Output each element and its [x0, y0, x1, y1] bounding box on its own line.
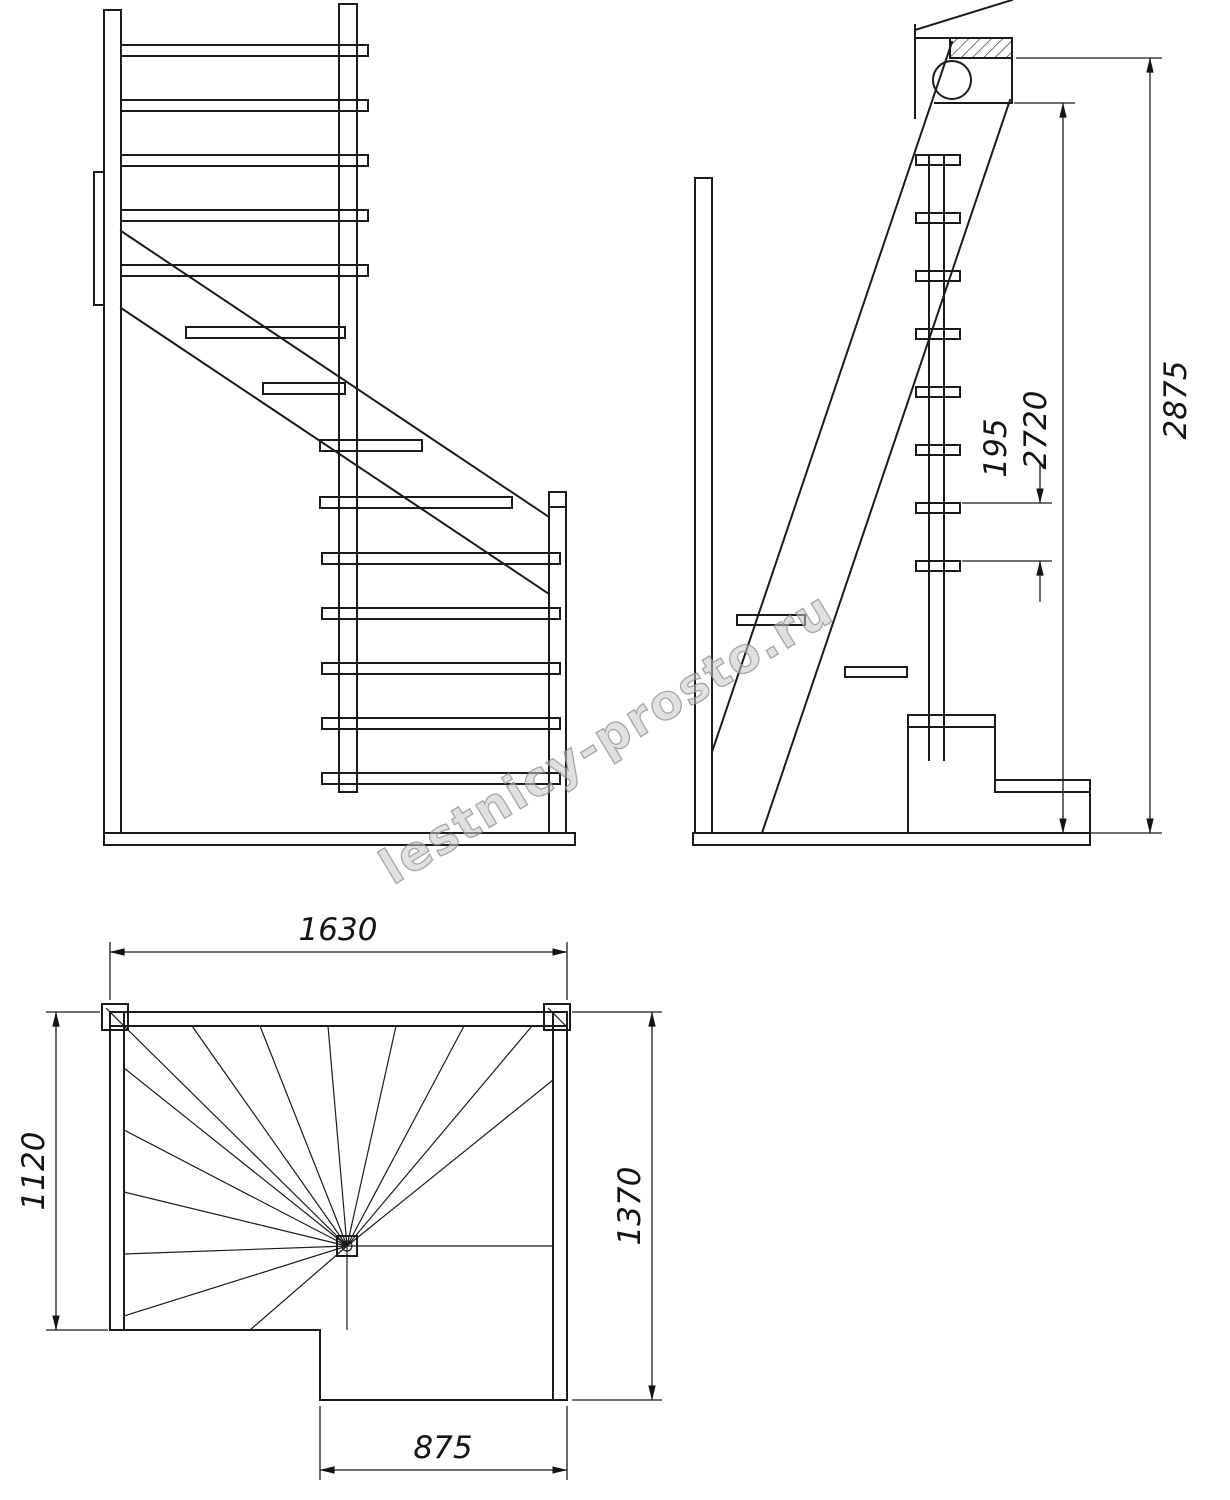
front-upper-treads: [120, 44, 369, 277]
front-lower-treads: [321, 552, 561, 785]
plan-center-post: [336, 1235, 358, 1257]
plan-view: 1630 1120 1370 875: [16, 912, 662, 1480]
dim-plan-top-width: 1630: [109, 912, 568, 1000]
side-base-plate: [692, 832, 1091, 846]
front-winder-treads: [185, 326, 513, 509]
dim-plan-left-depth: 1120: [16, 1011, 108, 1331]
side-upper-landing: [913, 0, 1014, 119]
side-left-newel-post: [694, 177, 713, 834]
plan-walls: [109, 1011, 568, 1401]
front-elevation-view: [93, 3, 576, 846]
side-treads: [736, 154, 961, 678]
dim-label-plan-left-depth: 1120: [16, 1132, 52, 1211]
dim-label-riser-height: 195: [978, 418, 1014, 477]
dim-total-height: 2875: [1016, 57, 1194, 834]
front-left-newel-post: [93, 9, 122, 834]
dim-flight-height: 2720: [1014, 102, 1075, 834]
dim-label-plan-bottom-width: 875: [413, 1430, 472, 1466]
watermark: lestnicy-prosto.ru: [370, 580, 844, 896]
side-elevation-view: 195 2720 2875: [692, 0, 1194, 846]
side-bottom-steps: [907, 714, 1091, 834]
plan-fan-steps: [123, 1025, 554, 1331]
front-center-newel-post: [338, 3, 358, 793]
dim-label-plan-top-width: 1630: [299, 912, 378, 948]
side-stringer-diagonals: [710, 40, 1012, 835]
side-baluster-post: [928, 154, 945, 761]
plan-corner-newels: [101, 1003, 571, 1031]
dim-label-total-height: 2875: [1158, 361, 1194, 440]
watermark-text: lestnicy-prosto.ru: [370, 581, 843, 896]
front-stringer-diagonals: [119, 229, 551, 596]
dim-riser-height: 195: [962, 418, 1052, 602]
dim-label-flight-height: 2720: [1018, 391, 1054, 470]
dim-plan-right-depth: 1370: [572, 1011, 662, 1401]
front-base-plate: [103, 832, 576, 846]
dim-label-plan-right-depth: 1370: [612, 1167, 648, 1246]
dim-plan-bottom-width: 875: [319, 1406, 568, 1480]
